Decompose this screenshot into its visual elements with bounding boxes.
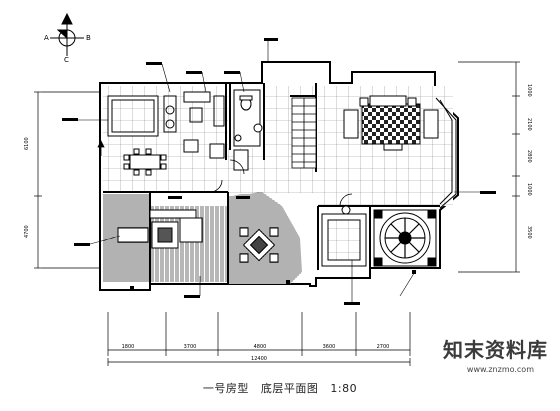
right-dim-5: 3500: [526, 226, 532, 239]
bathroom: [233, 89, 263, 171]
right-dimension-labels: 1000 2100 2800 1000 3500: [526, 84, 532, 239]
foyer: [321, 205, 367, 267]
watermark-url: www.znzmo.com: [466, 365, 534, 374]
bottom-dim-total: 12400: [251, 356, 267, 362]
bottom-dimension-line: [107, 312, 411, 366]
plan-type: 一号房型: [202, 382, 249, 395]
bay-window: [435, 97, 457, 209]
bottom-dim-3: 4800: [254, 344, 267, 350]
dining-table: [123, 139, 225, 176]
door-swings: [209, 159, 353, 207]
watermark-brand: 知末资料库: [443, 338, 548, 362]
compass-south-label: C: [64, 56, 69, 64]
drawing-caption: 一号房型 底层平面图 1:80: [0, 380, 560, 396]
right-dim-4: 1000: [526, 183, 532, 196]
compass-east-label: B: [86, 34, 91, 42]
plan-scale: 1:80: [330, 382, 358, 395]
sitting-table: [239, 227, 279, 263]
left-dimension-line: [34, 91, 100, 269]
right-dim-2: 2100: [526, 118, 532, 131]
annotation-tags: [62, 38, 496, 305]
bottom-dimension-labels: 1800 3700 4800 3600 2700 12400: [122, 344, 390, 362]
annotation-leaders: [78, 40, 480, 302]
left-dimension-labels: 6100 4700: [24, 137, 30, 238]
living-room-furniture: [343, 95, 439, 151]
right-dimension-line: [458, 61, 520, 273]
bottom-dim-2: 3700: [184, 344, 197, 350]
left-dim-1: 6100: [24, 137, 30, 150]
left-dim-2: 4700: [24, 225, 30, 238]
znzmo-logo-icon: [450, 333, 554, 375]
compass-west-label: A: [44, 34, 49, 42]
right-dim-1: 1000: [526, 84, 532, 97]
rotunda-medallion: [373, 209, 437, 267]
study-furniture: [117, 209, 203, 249]
bottom-dim-4: 3600: [323, 344, 336, 350]
kitchen: [107, 91, 225, 137]
plan-name: 底层平面图: [260, 382, 319, 395]
bottom-dim-1: 1800: [122, 344, 135, 350]
porch-columns: [130, 270, 416, 290]
compass-icon: [50, 12, 84, 56]
staircase: [291, 97, 317, 169]
stair-up-arrow: [97, 140, 105, 156]
bottom-dim-5: 2700: [377, 344, 390, 350]
right-dim-3: 2800: [526, 150, 532, 163]
